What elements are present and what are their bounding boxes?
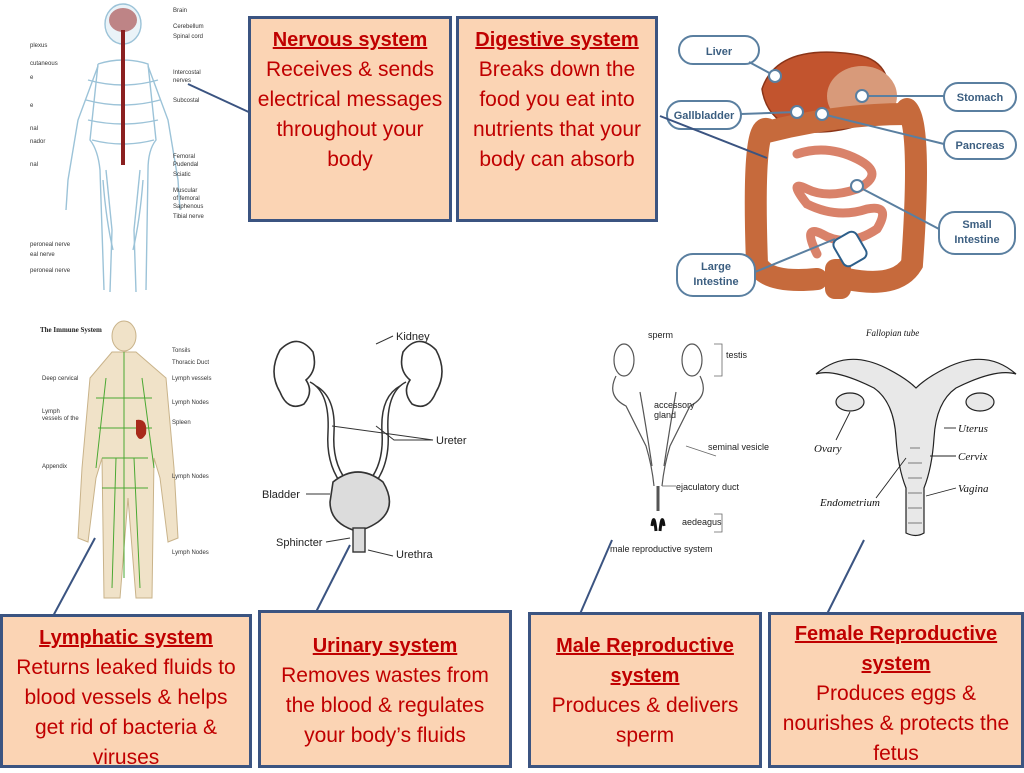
svg-text:Tonsils: Tonsils: [172, 348, 190, 354]
label-large-intestine-2: Intestine: [693, 276, 738, 288]
label-ejaculatory-duct: ejaculatory duct: [676, 482, 740, 492]
label-cervix: Cervix: [958, 451, 987, 463]
label-uterus: Uterus: [958, 423, 988, 435]
label-pancreas: Pancreas: [956, 140, 1005, 152]
svg-text:Appendix: Appendix: [42, 464, 67, 470]
svg-text:nal: nal: [30, 126, 38, 132]
svg-text:Thoracic Duct: Thoracic Duct: [172, 360, 209, 366]
urinary-system-box: Urinary system Removes wastes from the b…: [258, 610, 512, 768]
male-reproductive-illustration: sperm testis accessory gland seminal ves…: [610, 330, 769, 554]
male-reproductive-box: Male Reproductive system Produces & deli…: [528, 612, 762, 768]
left-kidney-shape: [273, 340, 316, 408]
svg-text:e: e: [30, 103, 34, 109]
urinary-system-illustration: Kidney Ureter Bladder Sphincter Urethra: [262, 331, 467, 561]
label-aedeagus: aedeagus: [682, 517, 722, 527]
digestive-system-illustration: Liver Gallbladder Stomach Pancreas Small…: [666, 35, 1017, 299]
label-urethra: Urethra: [396, 549, 434, 561]
digestive-system-figure: Liver Gallbladder Stomach Pancreas Small…: [657, 14, 1024, 316]
label-stomach: Stomach: [957, 92, 1004, 104]
lymphatic-system-title: Lymphatic system: [39, 627, 213, 649]
svg-text:Lymph: Lymph: [42, 409, 60, 415]
svg-text:Intercostal: Intercostal: [173, 70, 201, 76]
female-reproductive-desc: Produces eggs & nourishes & protects the…: [782, 682, 1010, 765]
label-ovary: Ovary: [814, 443, 842, 455]
label-small-intestine-2: Intestine: [954, 234, 999, 246]
label-kidney: Kidney: [396, 331, 430, 343]
svg-text:Pudendal: Pudendal: [173, 162, 198, 168]
digestive-system-desc: Breaks down the food you eat into nutrie…: [472, 58, 642, 171]
svg-text:cutaneous: cutaneous: [30, 61, 58, 67]
label-testis: testis: [726, 350, 748, 360]
digestive-system-box: Digestive system Breaks down the food yo…: [456, 16, 658, 222]
label-endometrium: Endometrium: [819, 497, 880, 509]
uterus-shape: [815, 358, 1017, 537]
svg-text:plexus: plexus: [30, 43, 47, 49]
female-reproductive-illustration: Fallopian tube Ovary Uterus Cervix Vagin…: [814, 328, 1017, 537]
svg-text:nerves: nerves: [173, 78, 191, 84]
svg-text:nador: nador: [30, 139, 45, 145]
pointer-hand-icon: [832, 230, 868, 268]
svg-text:e: e: [30, 75, 34, 81]
svg-text:nal: nal: [30, 162, 38, 168]
male-reproductive-figure: sperm testis accessory gland seminal ves…: [596, 326, 780, 556]
label-gallbladder: Gallbladder: [674, 110, 735, 122]
svg-text:eal nerve: eal nerve: [30, 252, 55, 258]
label-bladder: Bladder: [262, 489, 300, 501]
svg-text:Lymph vessels: Lymph vessels: [172, 376, 211, 382]
svg-text:Sciatic: Sciatic: [173, 172, 191, 178]
svg-text:Subcostal: Subcostal: [173, 98, 199, 104]
urinary-system-figure: Kidney Ureter Bladder Sphincter Urethra: [258, 322, 488, 562]
svg-text:Muscular: Muscular: [173, 188, 197, 194]
svg-text:Spinal cord: Spinal cord: [173, 34, 203, 40]
lymphatic-system-box: Lymphatic system Returns leaked fluids t…: [0, 614, 252, 769]
male-reproductive-desc: Produces & delivers sperm: [551, 694, 739, 747]
label-small-intestine-1: Small: [962, 219, 991, 231]
label-large-intestine-1: Large: [701, 261, 731, 273]
label-seminal-vesicle: seminal vesicle: [708, 442, 769, 452]
svg-text:Spleen: Spleen: [172, 420, 191, 426]
urinary-system-desc: Removes wastes from the blood & regulate…: [281, 664, 489, 747]
svg-text:Lymph Nodes: Lymph Nodes: [172, 474, 209, 480]
svg-text:Femoral: Femoral: [173, 154, 195, 160]
label-ureter: Ureter: [436, 435, 467, 447]
label-sphincter: Sphincter: [276, 537, 323, 549]
label-accessory-gland-1: accessory: [654, 400, 695, 410]
lymph-figure-title: The Immune System: [40, 326, 102, 334]
label-accessory-gland-2: gland: [654, 410, 676, 420]
right-ovary-shape: [965, 392, 995, 412]
right-kidney-shape: [400, 340, 443, 408]
svg-text:Lymph Nodes: Lymph Nodes: [172, 400, 209, 406]
svg-text:vessels of the: vessels of the: [42, 416, 79, 422]
nervous-system-desc: Receives & sends electrical messages thr…: [257, 58, 443, 171]
label-sperm: sperm: [648, 330, 673, 340]
digestive-system-title: Digestive system: [475, 29, 639, 51]
male-figure-caption: male reproductive system: [610, 544, 713, 554]
svg-text:of femoral: of femoral: [173, 196, 200, 202]
label-liver: Liver: [706, 46, 733, 58]
lymphatic-system-illustration: The Immune System Deep cervicalLymphvess…: [40, 320, 211, 599]
label-vagina: Vagina: [958, 483, 989, 495]
svg-text:Tibial nerve: Tibial nerve: [173, 214, 204, 220]
female-reproductive-title: Female Reproductive system: [794, 623, 998, 675]
bladder-shape: [329, 471, 391, 532]
svg-text:Brain: Brain: [173, 8, 187, 14]
female-reproductive-box: Female Reproductive system Produces eggs…: [768, 612, 1024, 768]
svg-text:Saphenous: Saphenous: [173, 204, 203, 210]
svg-text:peroneal nerve: peroneal nerve: [30, 268, 71, 274]
nervous-system-box: Nervous system Receives & sends electric…: [248, 16, 452, 222]
svg-text:peroneal nerve: peroneal nerve: [30, 242, 71, 248]
left-ovary-shape: [835, 392, 865, 412]
male-reproductive-title: Male Reproductive system: [556, 635, 734, 687]
nervous-system-title: Nervous system: [272, 29, 428, 51]
urinary-system-title: Urinary system: [312, 635, 458, 657]
female-reproductive-figure: Fallopian tube Ovary Uterus Cervix Vagin…: [806, 328, 1024, 542]
lymphatic-system-desc: Returns leaked fluids to blood vessels &…: [16, 656, 236, 769]
svg-text:Deep cervical: Deep cervical: [42, 376, 78, 382]
svg-text:Cerebellum: Cerebellum: [173, 24, 204, 30]
svg-text:Lymph Nodes: Lymph Nodes: [172, 550, 209, 556]
label-fallopian-tube: Fallopian tube: [865, 328, 919, 338]
